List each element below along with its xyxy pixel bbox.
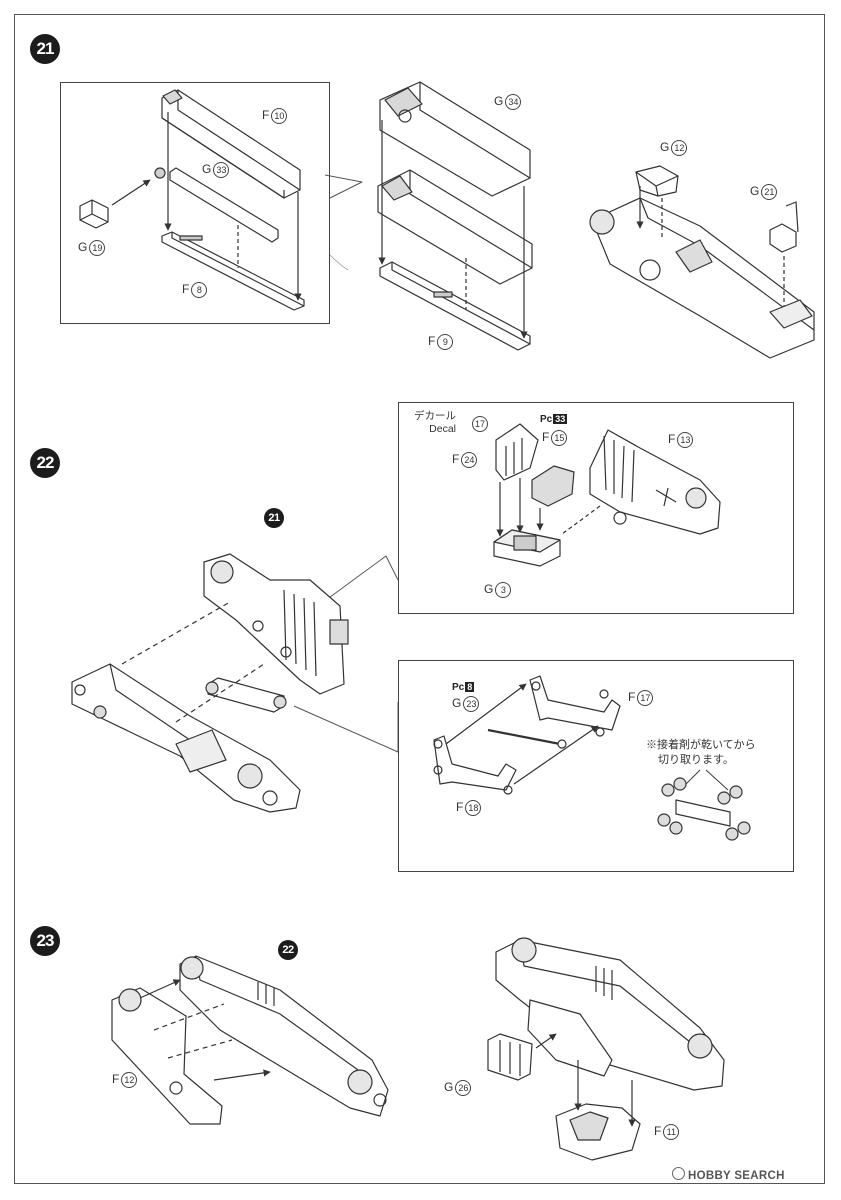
g23-rod-drawing (487, 728, 567, 749)
g3-box-drawing (493, 529, 561, 567)
step-number-23: 23 (30, 926, 60, 956)
g12-bracket-drawing (635, 165, 679, 197)
assembly-23-right-drawing (495, 937, 725, 1091)
g21-clip-drawing (769, 201, 799, 253)
f13-part-drawing (589, 429, 721, 535)
step-ref-22: 22 (278, 940, 298, 960)
step-number-22: 22 (30, 448, 60, 478)
assembly-22-upper-drawing (203, 553, 349, 695)
f15-part-drawing (531, 465, 575, 507)
assembled-frame-21-drawing (589, 197, 815, 359)
g33-bar-drawing (154, 167, 279, 243)
f24-part-drawing (495, 423, 539, 481)
page-frame (14, 14, 825, 1184)
f10-rail-drawing (161, 89, 301, 199)
f8-plate-drawing (161, 231, 305, 311)
step22-upper-callout-box (398, 402, 794, 614)
axle-22-drawing (205, 677, 287, 713)
cutting-note: ※接着剤が乾いてから切り取ります。 (646, 739, 756, 766)
hobby-search-logo-icon (672, 1167, 685, 1180)
f9-plate-drawing (379, 261, 531, 351)
f9-frame-drawing (377, 169, 533, 285)
f17-frame-drawing (529, 675, 621, 737)
g26-part-drawing (487, 1033, 533, 1081)
watermark: HOBBY SEARCH (672, 1167, 785, 1182)
decal-number: 17 (470, 416, 488, 432)
g19-block-drawing (79, 199, 109, 229)
assembly-23-left-drawing (111, 955, 389, 1125)
step-number-21: 21 (30, 34, 60, 64)
step-ref-21: 21 (264, 508, 284, 528)
g34-frame-drawing (379, 81, 531, 197)
step22-lower-callout-box (398, 660, 794, 872)
step21-inset-box (60, 82, 330, 324)
f18-frame-drawing (433, 735, 517, 795)
cut-assembly-drawing (657, 777, 751, 841)
assembly-22-lower-drawing (71, 663, 301, 813)
f11-base-drawing (555, 1103, 641, 1161)
